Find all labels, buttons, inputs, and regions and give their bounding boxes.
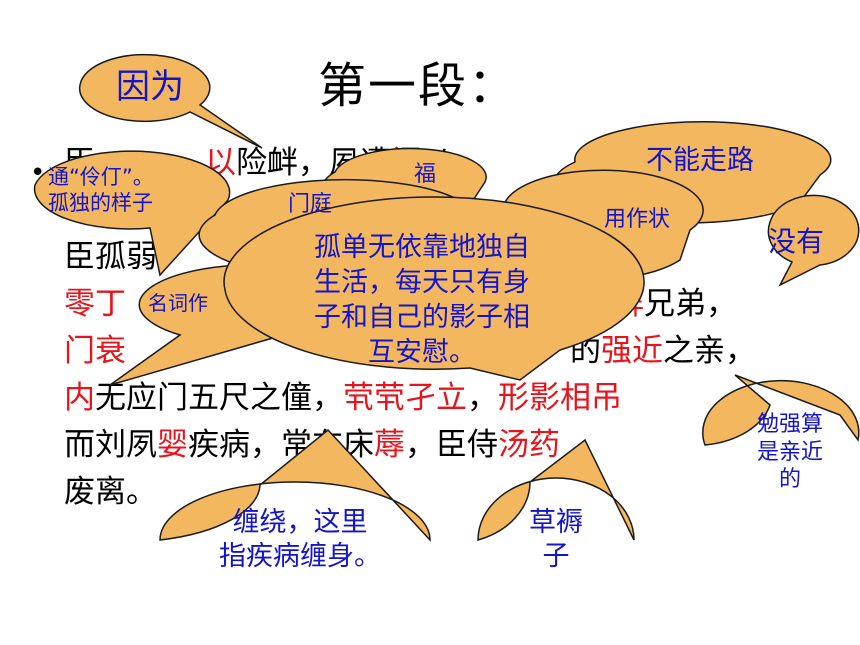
callout-caoru-text: 草褥 子 [529, 507, 583, 572]
callout-gudan-text: 孤单无依靠地独自 生活，每天只有身 子和自己的影子相 互安慰。 [314, 231, 530, 369]
callout-yinwei-text: 因为 [116, 66, 184, 107]
callout-yinwei [78, 53, 263, 149]
callout-mingci-text: 名词作 [148, 290, 208, 315]
paragraph-line-8: 废离。 [64, 474, 157, 510]
callout-gudan [223, 196, 645, 381]
paragraph-line-7: 而刘夙婴疾病，常在床蓐，臣侍汤药 [64, 427, 560, 463]
page-title: 第一段： [318, 58, 519, 114]
callout-mianqiang-text: 勉强算 是亲近 的 [756, 412, 823, 493]
callout-lingding-text: 通“伶仃”。 孤独的样子 [48, 164, 154, 215]
callout-lingding [33, 150, 231, 277]
callout-mianqiang [702, 374, 860, 446]
callout-meiyou-text: 没有 [767, 224, 824, 258]
paragraph-line-5: 门衰的强近之亲， [64, 333, 756, 369]
callout-zuozhuang-text: 用作状 [603, 207, 670, 233]
callout-caoru [477, 438, 635, 541]
callout-meiyou [767, 194, 860, 287]
paragraph-line-6: 内无应门五尺之僮，茕茕孑立，形影相吊 [64, 380, 622, 416]
callout-buneng-text: 不能走路 [646, 145, 754, 177]
callout-menting-text: 门庭 [287, 192, 332, 218]
callout-zuo-text: 福 [413, 162, 436, 188]
callout-chanrao [159, 428, 431, 542]
callout-chanrao-text: 缠绕，这里 指疾病缠身。 [219, 507, 381, 572]
